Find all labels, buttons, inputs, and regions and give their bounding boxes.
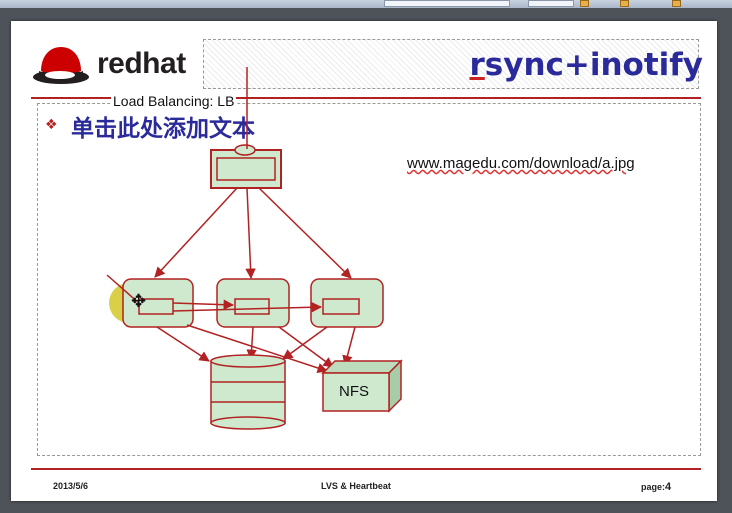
- footer-page-label: page:: [641, 482, 666, 492]
- slide[interactable]: redhat rsync+inotify Load Balancing: LB …: [11, 21, 717, 501]
- nfs-storage-node[interactable]: [321, 359, 403, 413]
- arrow-s1-nfs: [186, 324, 328, 374]
- architecture-diagram: [106, 67, 403, 430]
- arrow-lb-server1: [154, 187, 238, 278]
- toolbar-button[interactable]: [672, 0, 681, 7]
- download-url[interactable]: www.magedu.com/download/a.jpg: [407, 155, 635, 172]
- arrow-lb-server2: [245, 187, 256, 280]
- server-node-2[interactable]: [216, 278, 290, 328]
- incoming-line: [106, 274, 142, 306]
- arrow-s2-db: [246, 326, 257, 361]
- footer-page-number: 4: [665, 481, 672, 493]
- body-placeholder[interactable]: [37, 103, 701, 456]
- brand-wordmark: redhat: [97, 47, 186, 80]
- toolbar-button[interactable]: [620, 0, 629, 7]
- footer-date: 2013/5/6: [53, 481, 89, 491]
- database-icon[interactable]: [210, 354, 286, 430]
- nfs-label: NFS: [339, 383, 369, 400]
- slide-title[interactable]: rsync+inotify: [469, 47, 703, 83]
- arrow-s2-nfs: [278, 326, 334, 368]
- editor-canvas: redhat rsync+inotify Load Balancing: LB …: [0, 8, 732, 513]
- bullet-text[interactable]: 单击此处添加文本: [71, 116, 255, 142]
- toolbar-size-box[interactable]: [528, 0, 574, 7]
- toolbar-font-box[interactable]: [384, 0, 510, 7]
- footer-page: page:4: [641, 481, 671, 493]
- server-node-3[interactable]: [310, 278, 384, 328]
- header-rule: [31, 97, 701, 99]
- toolbar-button[interactable]: [580, 0, 589, 7]
- load-balancer-label[interactable]: Load Balancing: LB: [111, 93, 237, 109]
- bullet-icon: ❖: [45, 116, 58, 132]
- sync-arrow-1-3: [172, 302, 323, 313]
- redhat-logo-icon: [33, 47, 89, 84]
- arrow-s3-db: [282, 326, 328, 360]
- footer-title: LVS & Heartbeat: [321, 481, 391, 491]
- arrow-s1-db: [156, 326, 210, 362]
- arrow-lb-server3: [258, 187, 352, 279]
- move-cursor-icon: ✥: [131, 291, 147, 311]
- arrow-s3-nfs: [342, 326, 356, 367]
- footer-rule: [31, 468, 701, 470]
- load-balancer-node[interactable]: [210, 144, 282, 189]
- title-placeholder[interactable]: [203, 39, 699, 89]
- slide-title-first: r: [469, 47, 485, 83]
- sync-arrow-1-2: [172, 299, 235, 310]
- slide-title-rest: sync+inotify: [484, 47, 703, 83]
